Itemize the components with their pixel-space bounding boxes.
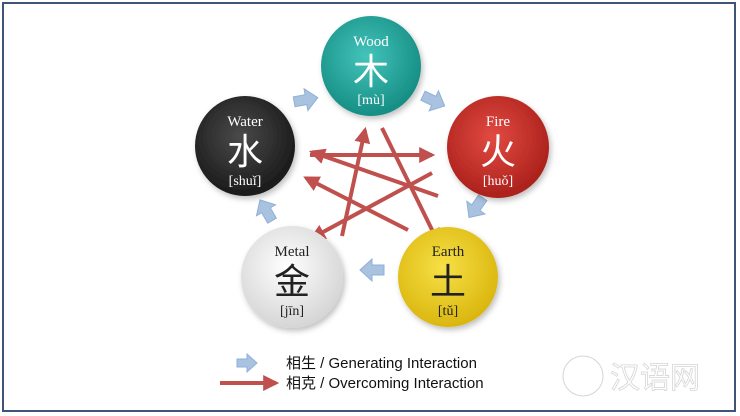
- earth-name: Earth: [432, 244, 465, 260]
- metal-pinyin: [jīn]: [280, 304, 304, 319]
- water-char: 水: [227, 132, 263, 173]
- water-name: Water: [227, 114, 262, 130]
- legend-generating-icon: [236, 352, 258, 374]
- element-earth: Earth 土 [tǔ]: [398, 227, 498, 327]
- legend-generating-label: 相生 / Generating Interaction: [286, 355, 477, 372]
- fire-char: 火: [480, 132, 516, 173]
- metal-name: Metal: [275, 244, 310, 260]
- wood-name: Wood: [353, 34, 389, 50]
- wood-char: 木: [353, 52, 389, 93]
- arrow-fire-to-earth: [466, 194, 488, 219]
- arrow-earth-to-water-lower: [303, 176, 409, 232]
- element-metal: Metal 金 [jīn]: [241, 226, 343, 328]
- water-pinyin: [shuǐ]: [229, 174, 262, 189]
- arrow-wood-to-fire: [420, 89, 446, 112]
- earth-char: 土: [430, 262, 466, 303]
- legend: 相生 / Generating Interaction 相克 / Overcom…: [220, 352, 484, 392]
- arrow-fire-to-metal: [309, 171, 433, 240]
- arrow-metal-to-water: [255, 199, 278, 224]
- legend-overcoming-label: 相克 / Overcoming Interaction: [286, 375, 484, 392]
- earth-pinyin: [tǔ]: [438, 304, 458, 319]
- watermark: 汉语网: [561, 354, 700, 398]
- element-water: Water 水 [shuǐ]: [195, 96, 295, 196]
- element-fire: Fire 火 [huǒ]: [447, 96, 549, 198]
- element-wood: Wood 木 [mù]: [321, 16, 421, 116]
- fire-pinyin: [huǒ]: [483, 174, 513, 189]
- wood-pinyin: [mù]: [357, 93, 384, 108]
- arrow-metal-to-wood: [340, 126, 371, 237]
- watermark-text: 汉语网: [610, 361, 700, 396]
- metal-char: 金: [274, 262, 310, 303]
- overcoming-arrows: [303, 126, 440, 245]
- arrow-earth-to-metal: [359, 257, 385, 283]
- arrow-water-to-wood: [292, 87, 319, 112]
- arrow-earth-to-water: [308, 148, 439, 198]
- fire-name: Fire: [486, 114, 511, 130]
- generating-arrows: [255, 87, 488, 283]
